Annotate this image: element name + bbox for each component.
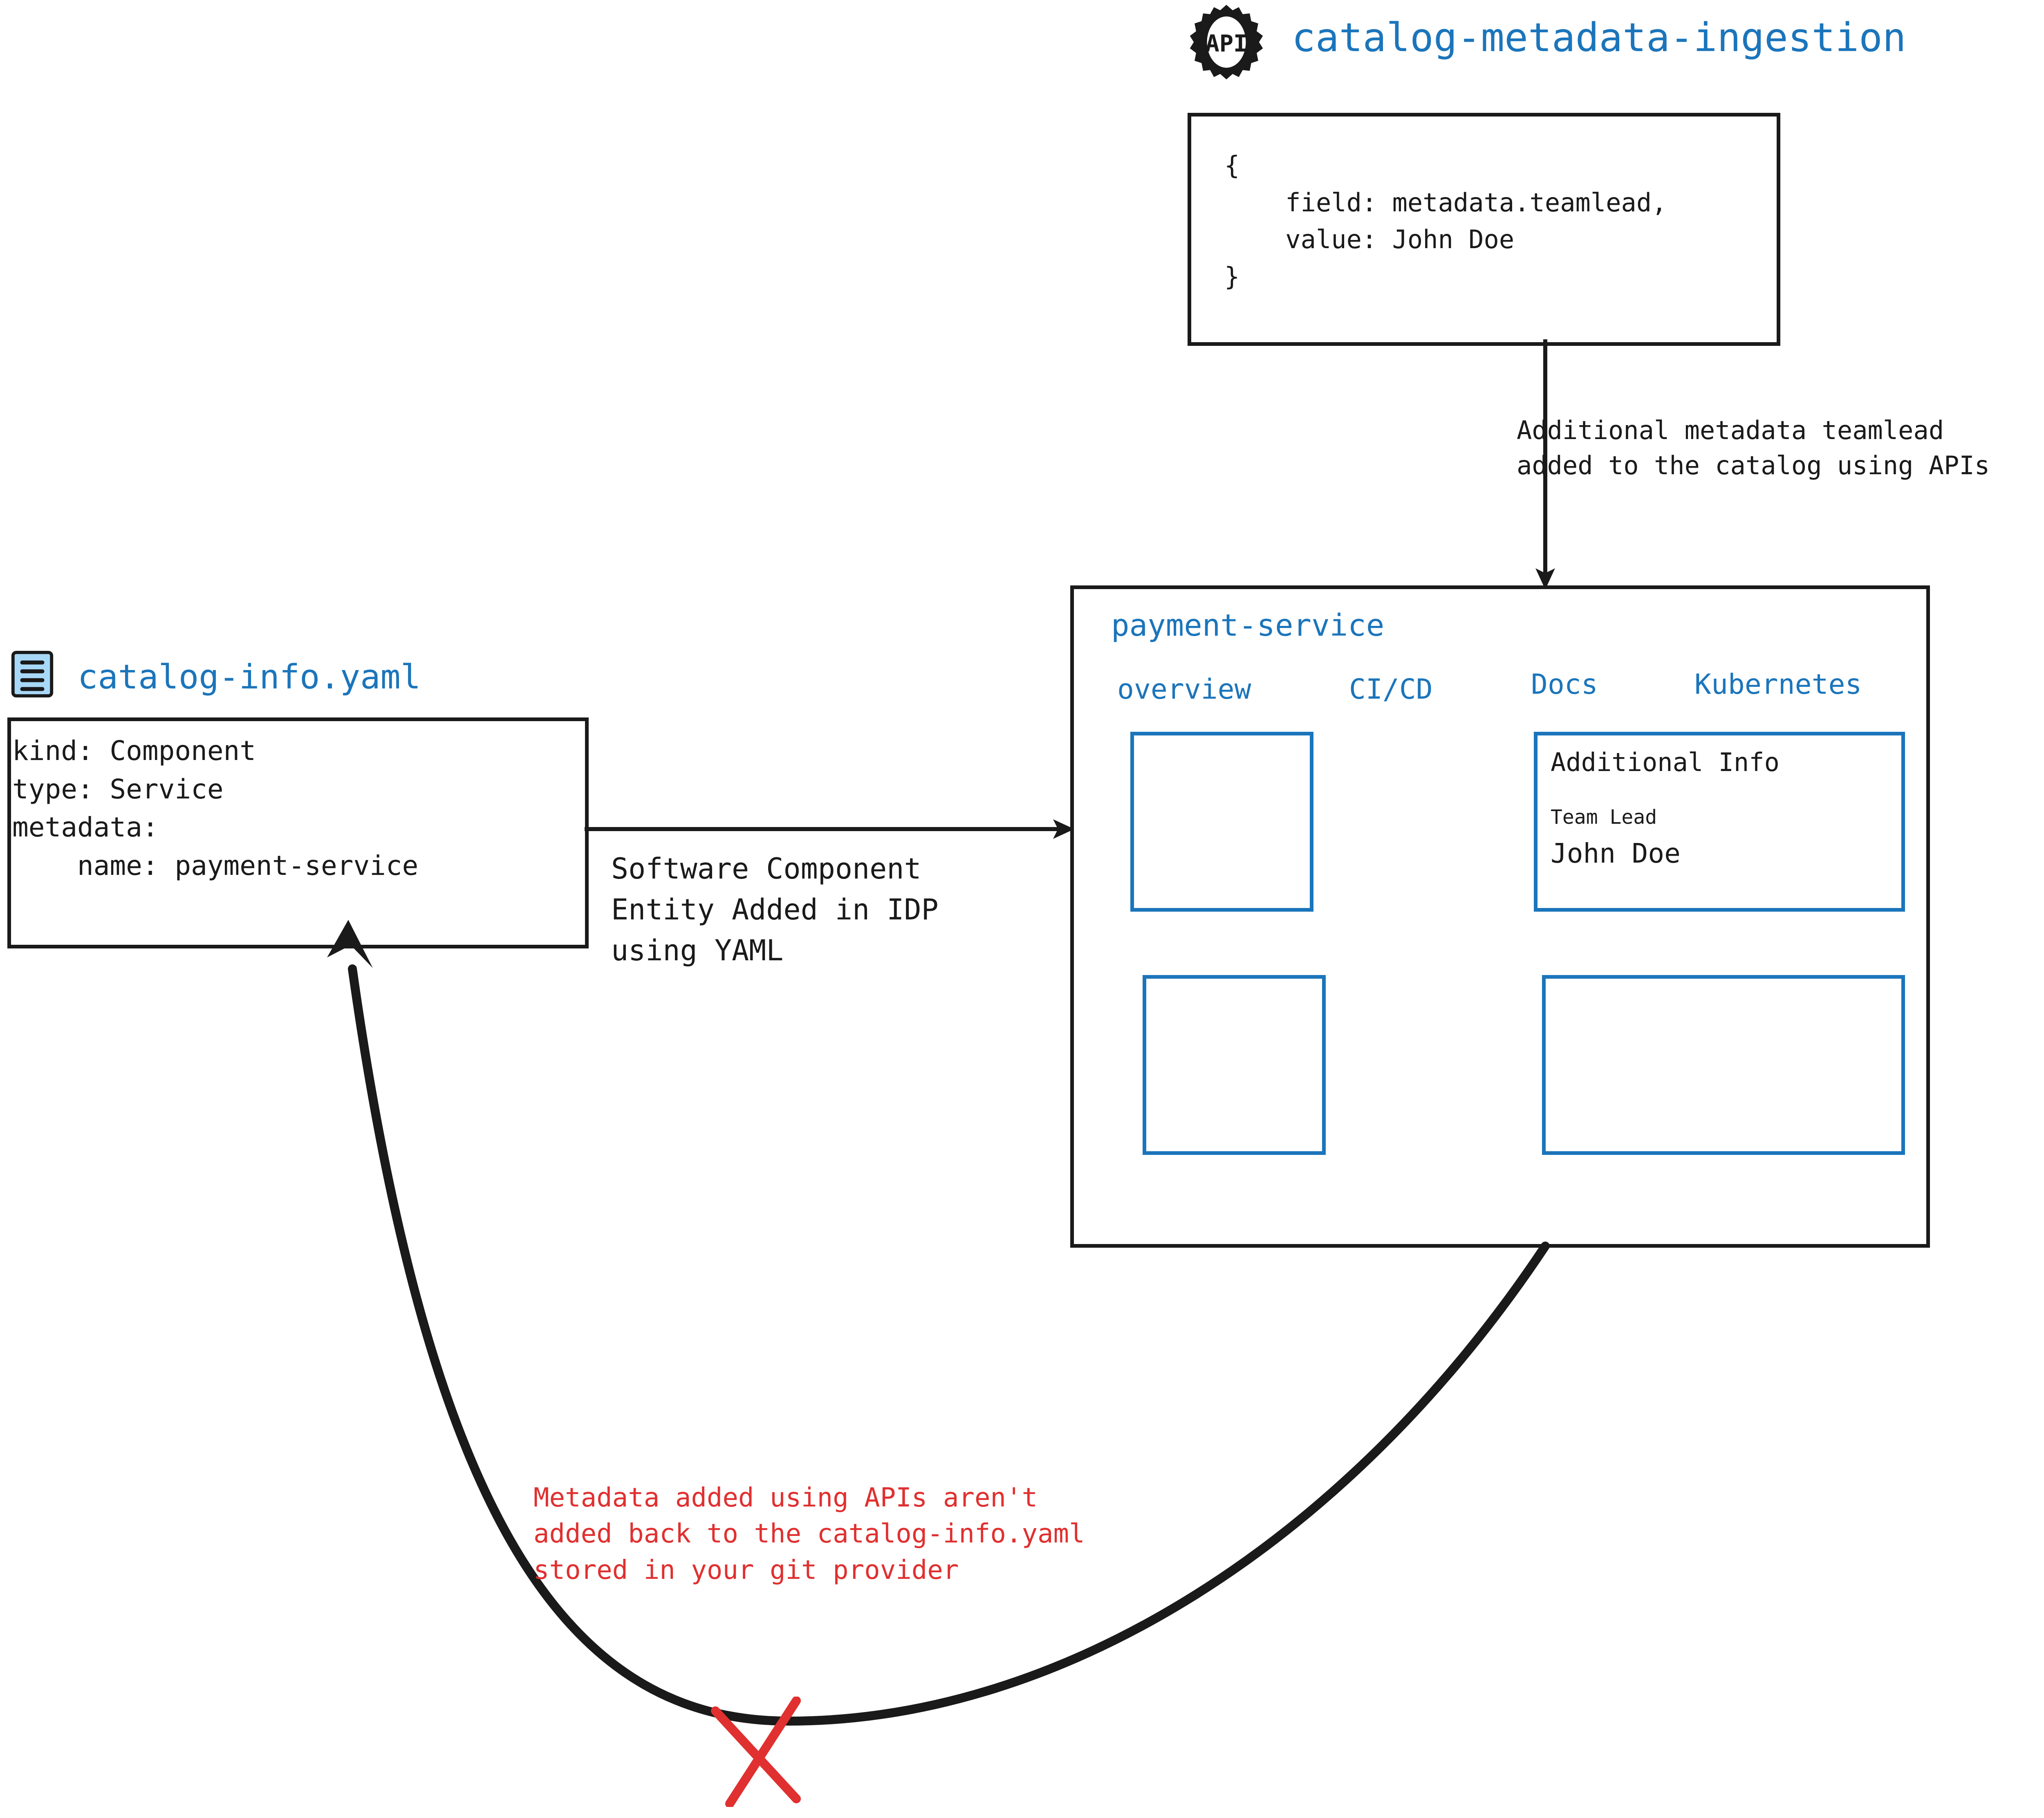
idp-entity-name: payment-service [1111,608,1385,643]
api-payload-code: { field: metadata.teamlead, value: John … [1224,150,1667,291]
card-bottom-right [1542,975,1905,1155]
feedback-warning-note: Metadata added using APIs aren't added b… [533,1483,1085,1585]
additional-info-title: Additional Info [1551,747,1780,777]
idp-to-yaml-feedback-arrow [245,920,1574,1799]
yaml-content-code: kind: Component type: Service metadata: … [12,735,419,882]
team-lead-value: John Doe [1551,838,1681,869]
card-overview [1130,732,1313,912]
yaml-to-idp-arrow-label: Software Component Entity Added in IDP u… [611,852,939,968]
api-payload-box [1188,113,1780,346]
card-additional-info [1534,732,1905,912]
yaml-node-title: catalog-info.yaml [78,658,421,697]
yaml-to-idp-arrow [585,801,1079,867]
api-to-idp-arrow-label: Additional metadata teamlead added to th… [1517,415,1990,480]
card-bottom-left [1143,975,1326,1155]
api-gear-icon: API [1188,3,1265,81]
tab-overview[interactable]: overview [1117,673,1251,706]
api-to-idp-arrow [1464,339,1627,593]
team-lead-label: Team Lead [1551,806,1657,829]
tab-kubernetes[interactable]: Kubernetes [1694,668,1862,701]
tab-ci-cd[interactable]: CI/CD [1349,673,1433,706]
api-icon-label: API [1206,30,1248,57]
yaml-content-box [7,717,589,948]
api-node-title: catalog-metadata-ingestion [1292,15,1906,61]
red-x-blocked-icon [707,1696,809,1808]
tab-docs[interactable]: Docs [1531,668,1598,701]
yaml-file-icon [8,650,56,698]
